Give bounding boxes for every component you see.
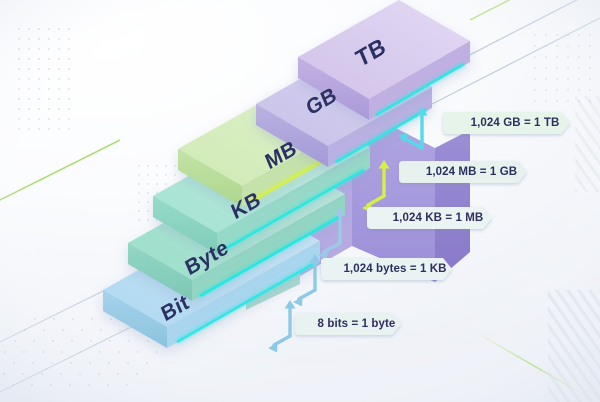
arrow-gb-to-tb [398,107,428,150]
step-byte-side [192,194,345,301]
callout-text-gb-to-tb: 1,024 GB = 1 TB [470,116,560,129]
step-bit-edge [176,262,314,344]
step-gb-front [256,104,328,167]
callout-text-kb-to-mb: 1,024 KB = 1 MB [392,211,484,224]
step-kb-side [217,147,370,254]
step-tb-front [298,57,369,120]
step-bit-side [167,241,320,348]
step-kb-front [153,196,217,254]
step-tb-top [298,0,470,99]
step-byte-front [128,243,192,301]
callout-text-bit-to-byte: 8 bits = 1 byte [317,317,396,330]
callout-byte-to-kb[interactable] [321,258,452,280]
callout-text-mb-to-gb: 1,024 MB = 1 GB [425,165,518,178]
callout-kb-to-mb[interactable] [367,207,492,229]
step-tb[interactable] [298,0,470,120]
arrow-byte-to-kb [293,254,321,307]
callout-bit-to-byte[interactable] [295,313,401,335]
step-byte-edge [199,215,340,298]
arrow-mb-to-gb [362,160,390,213]
step-gb-edge [335,108,427,164]
step-kb-edge [224,168,365,251]
step-tb-edge [375,62,465,117]
callout-text-byte-to-kb: 1,024 bytes = 1 KB [343,262,447,275]
callout-gb-to-tb[interactable] [443,112,570,134]
arrow-kb-to-mb [318,207,346,260]
callout-mb-to-gb[interactable] [399,161,527,183]
step-gb-side [328,87,432,167]
arrow-bit-to-byte [268,300,296,353]
step-tb-side [369,41,470,120]
step-bit-front [103,290,167,348]
step-mb-front [178,149,242,207]
